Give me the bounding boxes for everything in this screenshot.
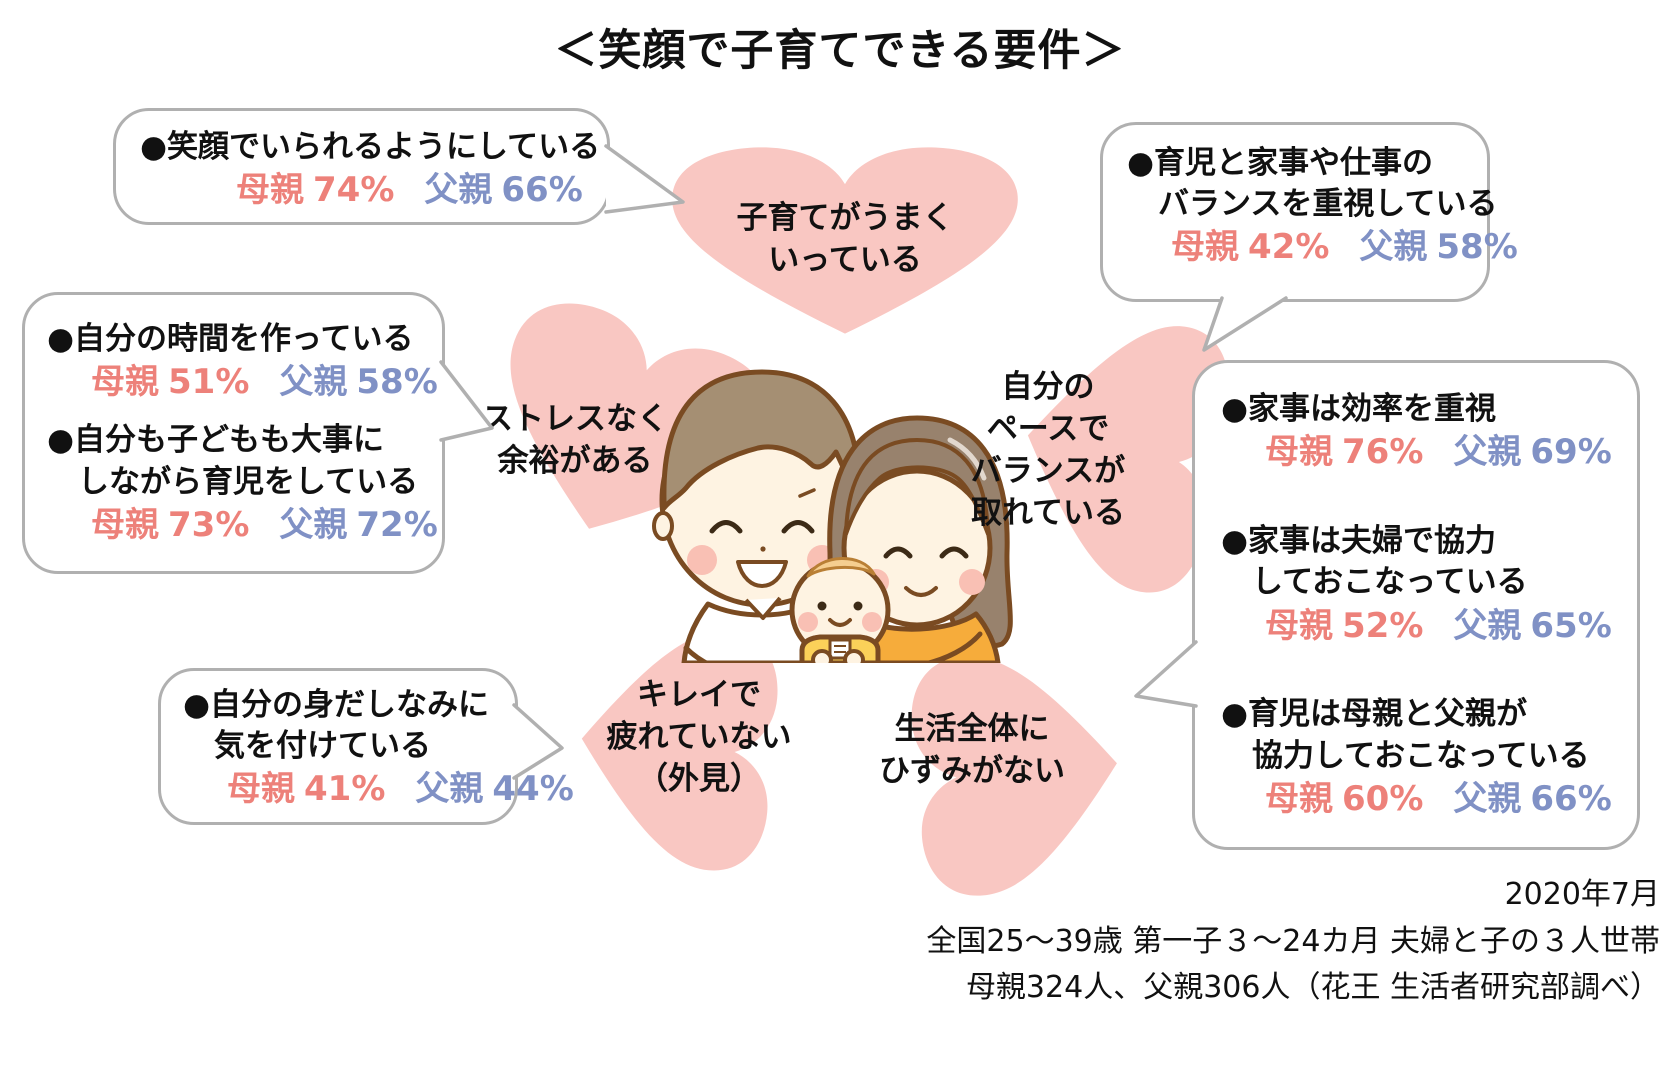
mother-label: 母親 bbox=[236, 170, 304, 211]
mother-label: 母親 bbox=[91, 362, 159, 403]
petal-label-bottom-right: 生活全体に ひずみがない bbox=[879, 711, 1065, 790]
father-value: 58% bbox=[356, 362, 438, 403]
source-date: 2020年7月 bbox=[1504, 877, 1660, 912]
mother-value: 60% bbox=[1342, 778, 1424, 819]
father-value: 66% bbox=[501, 170, 583, 211]
mother-label: 母親 bbox=[1171, 227, 1239, 268]
petal-shape-right bbox=[999, 297, 1245, 607]
petal-label-bottom-left: キレイで 疲れていない （外見） bbox=[606, 677, 792, 798]
bubble-heading: 協力しておこなっている bbox=[1252, 737, 1590, 774]
father-label: 父親 bbox=[1359, 227, 1428, 268]
heart-icon bbox=[672, 147, 1018, 334]
mother-label: 母親 bbox=[1265, 432, 1333, 473]
mother-label: 母親 bbox=[1265, 778, 1333, 819]
father-label: 父親 bbox=[1453, 778, 1522, 819]
mother-label: 母親 bbox=[91, 504, 159, 545]
petal-shape-bottom-left bbox=[566, 614, 787, 880]
petal-label-right: 自分の ペースで バランスが 取れている bbox=[970, 369, 1126, 532]
mother-value: 42% bbox=[1248, 227, 1330, 268]
father-value: 69% bbox=[1530, 432, 1612, 473]
heart-icon bbox=[581, 630, 778, 871]
family-illustration bbox=[652, 369, 1013, 663]
mother-label: 母親 bbox=[227, 769, 295, 810]
source-note: 2020年7月 全国25～39歳 第一子３～24カ月 夫婦と子の３人世帯 母親3… bbox=[926, 872, 1660, 1012]
bubble-heading: ●育児は母親と父親が bbox=[1221, 696, 1528, 733]
father-value: 72% bbox=[356, 504, 438, 545]
father-label: 父親 bbox=[279, 504, 348, 545]
petal-label-left: ストレスなく 余裕がある bbox=[482, 401, 668, 480]
page-title: ＜笑顔で子育てできる要件＞ bbox=[554, 26, 1126, 76]
father-label: 父親 bbox=[1453, 432, 1522, 473]
bubble-heading: ●笑顔でいられるようにしている bbox=[140, 129, 601, 165]
bubble-heading: しておこなっている bbox=[1252, 564, 1528, 601]
father-label: 父親 bbox=[415, 769, 484, 810]
bubble-heading: バランスを重視している bbox=[1158, 186, 1498, 223]
father-label: 父親 bbox=[279, 362, 348, 403]
bubble-tail-right bbox=[1134, 640, 1198, 708]
mother-value: 76% bbox=[1342, 432, 1424, 473]
heart-icon bbox=[911, 656, 1117, 896]
bubble-heading: しながら育児をしている bbox=[78, 463, 419, 500]
petal-label-top: 子育てがうまく いっている bbox=[736, 200, 954, 279]
heart-shape-top bbox=[665, 143, 1025, 338]
source-credit: 母親324人、父親306人（花王 生活者研究部調べ） bbox=[965, 970, 1660, 1005]
mother-value: 52% bbox=[1342, 605, 1424, 646]
bubble-heading: ●家事は効率を重視 bbox=[1221, 391, 1497, 427]
source-sample: 全国25～39歳 第一子３～24カ月 夫婦と子の３人世帯 bbox=[926, 923, 1660, 959]
bubble-heading: ●家事は夫婦で協力 bbox=[1221, 523, 1497, 560]
bubble-heading: 気を付けている bbox=[214, 728, 431, 765]
bubble-heading: ●自分の時間を作っている bbox=[47, 321, 414, 357]
father-label: 父親 bbox=[424, 170, 493, 211]
bubble-heading: ●自分も子どもも大事に bbox=[47, 422, 385, 459]
father-value: 65% bbox=[1530, 605, 1612, 646]
father-label: 父親 bbox=[1453, 605, 1522, 646]
father-value: 66% bbox=[1530, 778, 1612, 819]
heart-icon bbox=[1027, 326, 1229, 593]
mother-value: 51% bbox=[168, 362, 250, 403]
mother-value: 41% bbox=[304, 769, 386, 810]
mother-label: 母親 bbox=[1265, 605, 1333, 646]
mother-value: 73% bbox=[168, 504, 250, 545]
father-value: 44% bbox=[492, 769, 574, 810]
father-value: 58% bbox=[1436, 227, 1518, 268]
bubble-heading: ●自分の身だしなみに bbox=[183, 687, 490, 723]
petal-shape-bottom-right bbox=[902, 638, 1133, 905]
bubble-heading: ●育児と家事や仕事の bbox=[1127, 145, 1434, 181]
mother-value: 74% bbox=[313, 170, 395, 211]
